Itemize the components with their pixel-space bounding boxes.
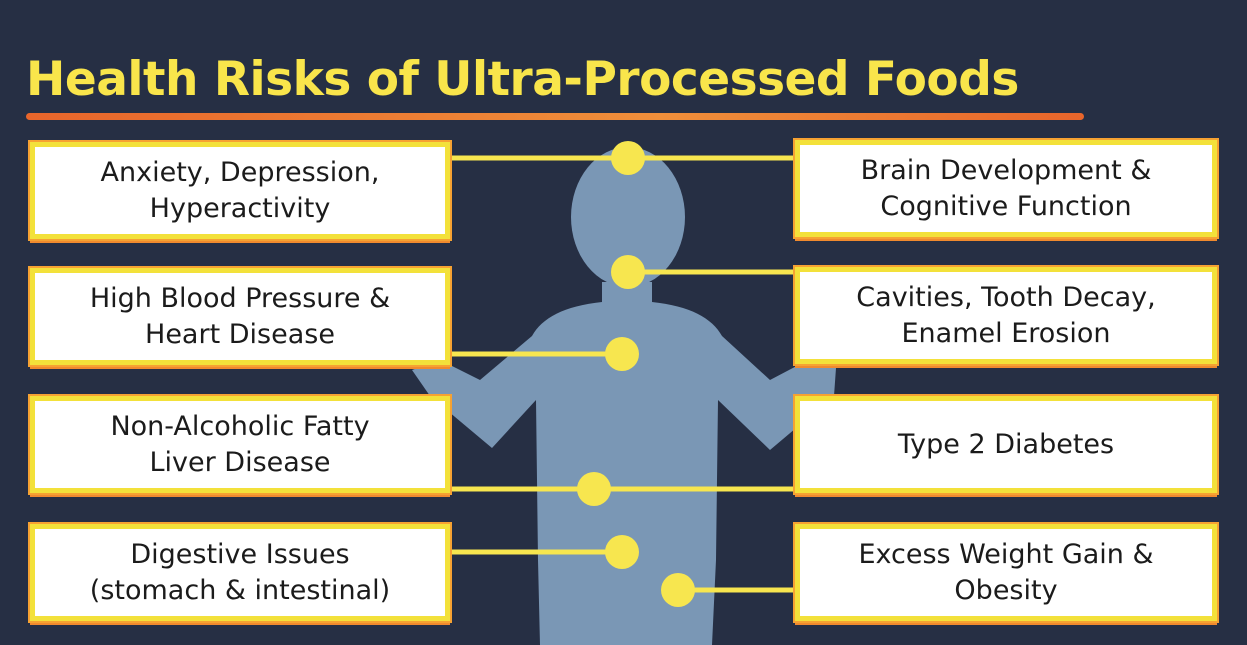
risk-label-blood-pressure: High Blood Pressure & Heart Disease: [89, 283, 391, 350]
human-head-shape: [571, 147, 685, 287]
risk-label-obesity: Excess Weight Gain & Obesity: [858, 539, 1154, 606]
connector-lines: [450, 155, 795, 593]
risk-box-fatty-liver: Non-Alcoholic Fatty Liver Disease: [30, 396, 450, 493]
human-silhouette: [412, 147, 836, 645]
risk-box-digestive: Digestive Issues (stomach & intestinal): [30, 524, 450, 621]
risk-box-brain: Brain Development & Cognitive Function: [795, 140, 1217, 237]
human-body-shape: [412, 282, 836, 645]
risk-box-diabetes: Type 2 Diabetes: [795, 396, 1217, 493]
risk-box-anxiety: Anxiety, Depression, Hyperactivity: [30, 142, 450, 239]
marker-anxiety: [611, 141, 645, 175]
marker-obesity: [661, 573, 695, 607]
risk-box-obesity: Excess Weight Gain & Obesity: [795, 524, 1217, 621]
title-underline: [26, 113, 1084, 120]
risk-box-blood-pressure: High Blood Pressure & Heart Disease: [30, 268, 450, 365]
risk-label-fatty-liver: Non-Alcoholic Fatty Liver Disease: [110, 411, 370, 478]
risk-label-cavities: Cavities, Tooth Decay, Enamel Erosion: [856, 282, 1156, 349]
risk-label-diabetes: Type 2 Diabetes: [897, 428, 1115, 460]
marker-digestive: [605, 535, 639, 569]
risk-label-digestive: Digestive Issues (stomach & intestinal): [89, 539, 391, 606]
risk-box-cavities: Cavities, Tooth Decay, Enamel Erosion: [795, 267, 1217, 364]
page-title: Health Risks of Ultra-Processed Foods: [26, 52, 1019, 107]
marker-fatty-liver: [577, 472, 611, 506]
marker-blood-pressure: [605, 337, 639, 371]
marker-cavities: [611, 255, 645, 289]
risk-label-anxiety: Anxiety, Depression, Hyperactivity: [100, 157, 380, 224]
risk-label-brain: Brain Development & Cognitive Function: [860, 155, 1152, 222]
body-markers: [577, 141, 695, 607]
